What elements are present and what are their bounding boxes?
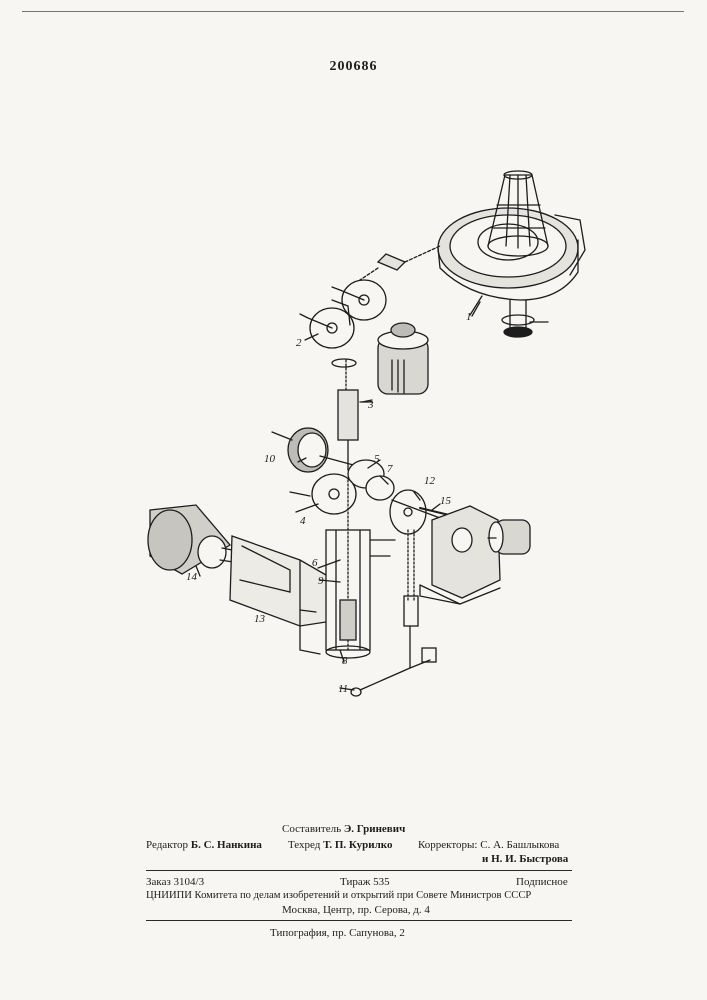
spool-assembly	[438, 171, 585, 337]
technical-drawing: 1 2 3 4 5 6 7 8 9 10 11 12 13 14 15	[0, 0, 707, 720]
editor-label: Редактор	[146, 839, 188, 851]
label-14: 14	[186, 571, 198, 583]
compiler-label: Составитель	[282, 823, 341, 835]
label-8: 8	[342, 655, 348, 667]
divider	[146, 870, 572, 871]
compiler-line: Составитель Э. Гриневич	[282, 822, 405, 836]
corrector-1: С. А. Башлыкова	[480, 839, 559, 851]
label-10: 10	[264, 453, 276, 465]
label-11: 11	[338, 683, 348, 695]
feed-rollers	[300, 280, 386, 348]
label-2: 2	[296, 337, 302, 349]
label-6: 6	[312, 557, 318, 569]
tension-weight	[378, 323, 428, 394]
circulation: Тираж 535	[340, 876, 390, 888]
printer: Типография, пр. Сапунова, 2	[270, 927, 405, 939]
techred-label: Техред	[288, 839, 320, 851]
label-13: 13	[254, 613, 266, 625]
order-number: Заказ 3104/3	[146, 876, 204, 888]
vertical-shaft	[332, 359, 372, 470]
address: Москва, Центр, пр. Серова, д. 4	[282, 904, 430, 916]
techred-line: Техред Т. П. Курилко	[288, 838, 392, 852]
subscription: Подписное	[516, 876, 568, 888]
label-7: 7	[387, 463, 393, 475]
editor-line: Редактор Б. С. Нанкина	[146, 838, 262, 852]
wheel-assembly	[272, 428, 394, 514]
label-15: 15	[440, 495, 452, 507]
techred-name: Т. П. Курилко	[323, 839, 392, 851]
label-1: 1	[466, 311, 472, 323]
corrector-2: и Н. И. Быстрова	[482, 852, 568, 866]
correctors-line: Корректоры: С. А. Башлыкова	[418, 838, 559, 852]
label-5: 5	[374, 453, 380, 465]
label-4: 4	[300, 515, 306, 527]
label-9: 9	[318, 575, 324, 587]
organization: ЦНИИПИ Комитета по делам изобретений и о…	[146, 890, 531, 901]
label-12: 12	[424, 475, 436, 487]
editor-name: Б. С. Нанкина	[191, 839, 262, 851]
correctors-label: Корректоры:	[418, 839, 477, 851]
divider	[146, 920, 572, 921]
motor-unit	[420, 506, 530, 604]
compiler-name: Э. Гриневич	[344, 823, 405, 835]
label-3: 3	[367, 399, 374, 411]
